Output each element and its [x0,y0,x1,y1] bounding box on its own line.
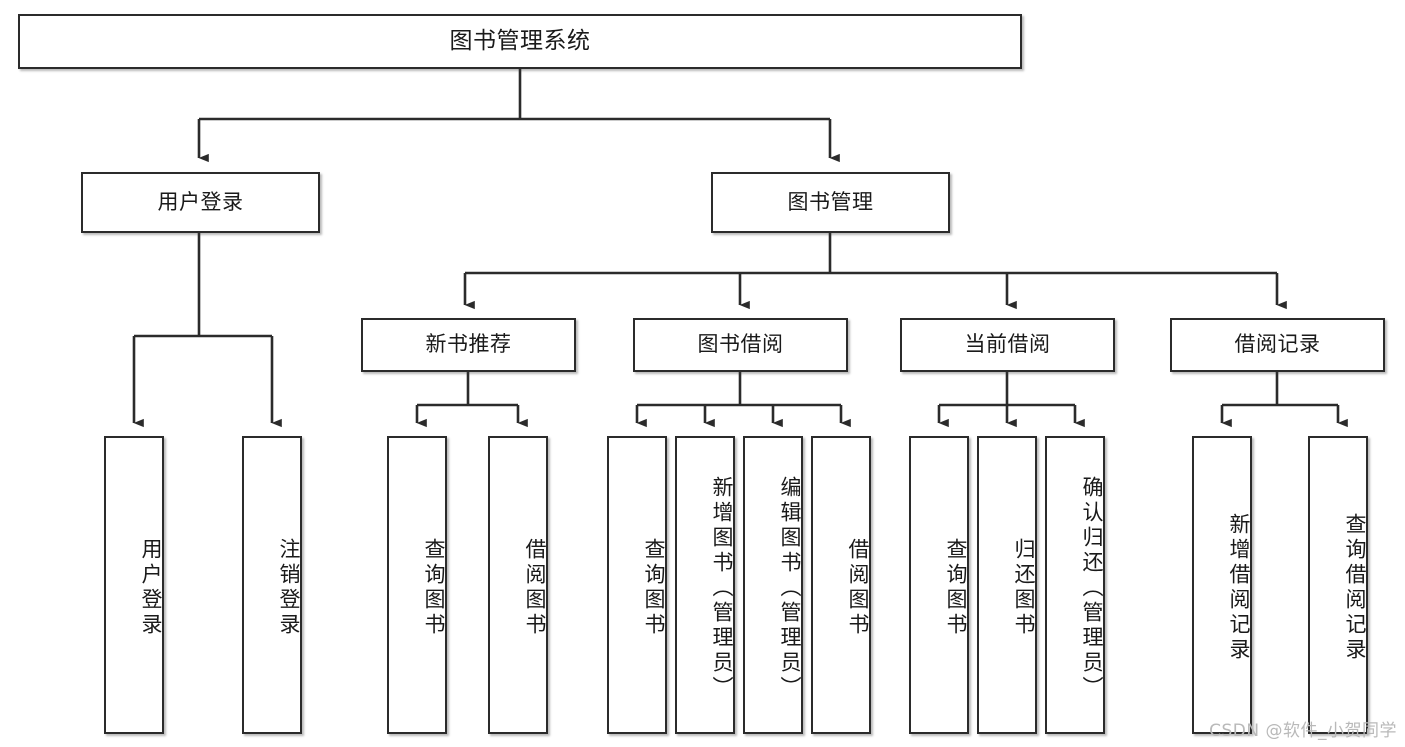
leaf-query-book-current[interactable]: 查询图书 [909,436,969,734]
node-label: 查询图书 [642,538,666,638]
node-label: 当前借阅 [964,332,1051,357]
leaf-borrow-book-recommend[interactable]: 借阅图书 [488,436,548,734]
node-label: 查询图书 [422,538,446,638]
node-label: 用户登录 [157,189,244,214]
node-user-login[interactable]: 用户登录 [81,172,320,233]
node-label: 借阅记录 [1234,332,1321,357]
node-label: 注销登录 [277,538,301,638]
node-label: 查询图书 [944,538,968,638]
node-label: 新增图书（管理员） [710,475,734,701]
node-label: 新书推荐 [425,332,512,357]
leaf-query-borrow-record[interactable]: 查询借阅记录 [1308,436,1368,734]
node-current-borrow[interactable]: 当前借阅 [900,318,1115,372]
node-label: 归还图书 [1012,538,1036,638]
node-book-management[interactable]: 图书管理 [711,172,950,233]
leaf-return-book[interactable]: 归还图书 [977,436,1037,734]
leaf-user-login[interactable]: 用户登录 [104,436,164,734]
node-label: 编辑图书（管理员） [778,475,802,701]
node-label: 图书借阅 [697,332,784,357]
leaf-query-book-recommend[interactable]: 查询图书 [387,436,447,734]
node-new-book-recommend[interactable]: 新书推荐 [361,318,576,372]
watermark-text: CSDN @软件_小贺同学 [1209,721,1397,741]
leaf-edit-book-admin[interactable]: 编辑图书（管理员） [743,436,803,734]
node-borrow-record[interactable]: 借阅记录 [1170,318,1385,372]
node-label: 借阅图书 [523,538,547,638]
leaf-add-borrow-record[interactable]: 新增借阅记录 [1192,436,1252,734]
node-label: 查询借阅记录 [1343,513,1367,663]
leaf-add-book-admin[interactable]: 新增图书（管理员） [675,436,735,734]
node-book-borrow[interactable]: 图书借阅 [633,318,848,372]
leaf-query-book-borrow[interactable]: 查询图书 [607,436,667,734]
node-label: 确认归还（管理员） [1080,475,1104,701]
leaf-confirm-return-admin[interactable]: 确认归还（管理员） [1045,436,1105,734]
leaf-borrow-book-borrow[interactable]: 借阅图书 [811,436,871,734]
node-label: 图书管理系统 [449,27,591,54]
leaf-logout-login[interactable]: 注销登录 [242,436,302,734]
node-label: 新增借阅记录 [1227,513,1251,663]
node-label: 用户登录 [139,538,163,638]
node-label: 图书管理 [787,189,874,214]
node-root-book-management-system[interactable]: 图书管理系统 [18,14,1022,69]
node-label: 借阅图书 [846,538,870,638]
